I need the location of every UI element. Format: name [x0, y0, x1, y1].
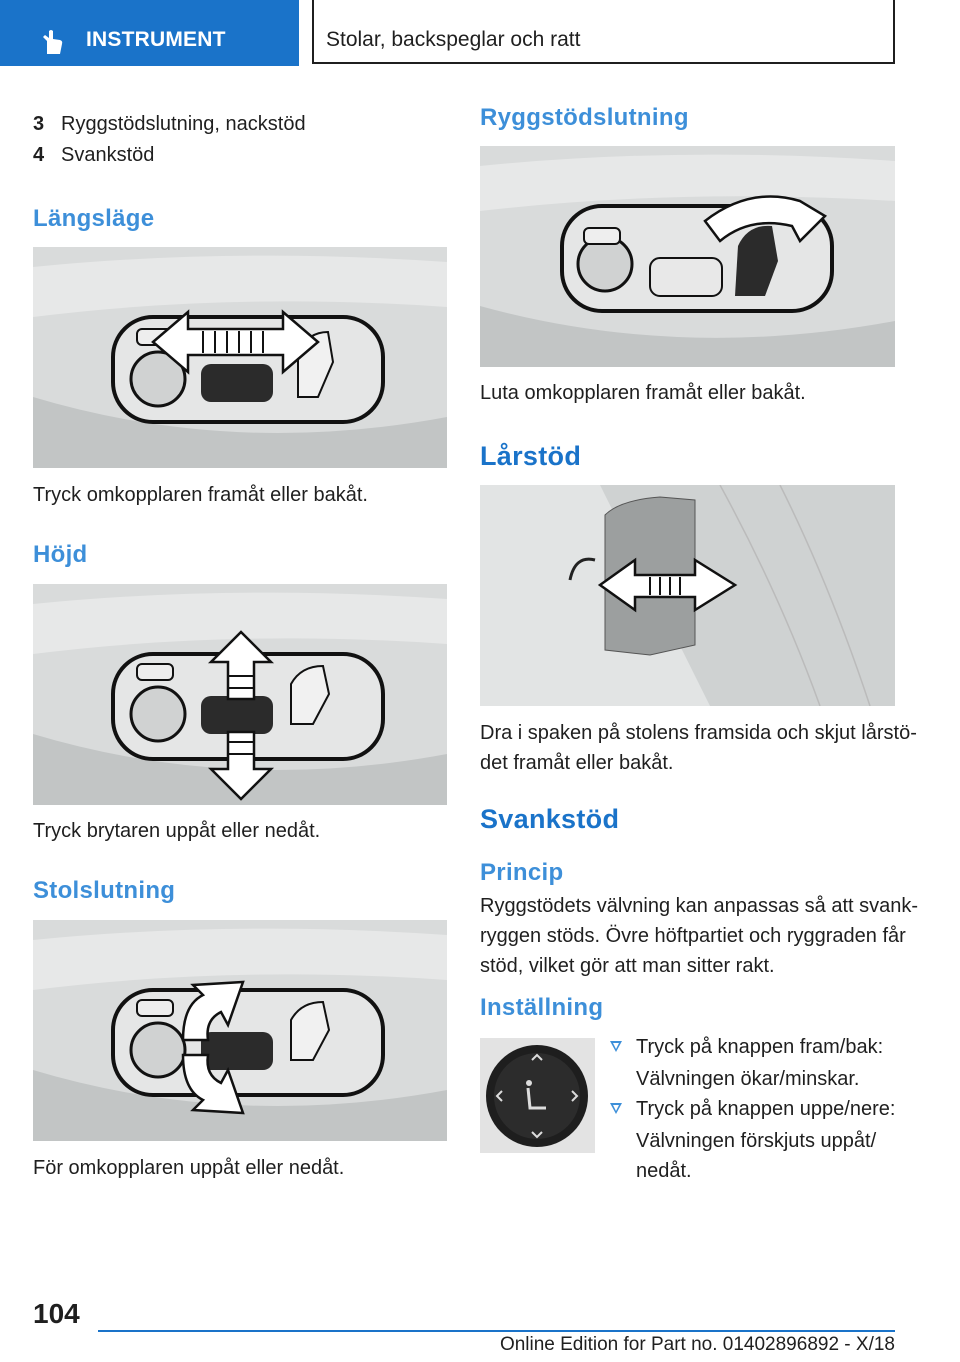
- list-item-text: Ryggstödslutning, nackstöd: [61, 113, 306, 135]
- backrest-tilt-image: [480, 146, 895, 367]
- chapter-tab-label: INSTRUMENT: [86, 28, 226, 51]
- caption-hojd: Tryck brytaren uppåt eller nedåt.: [33, 820, 321, 842]
- footer-edition: Online Edition for Part no. 01402896892 …: [499, 1334, 895, 1355]
- list-item: 3 Ryggstödslutning, nackstöd: [33, 113, 306, 136]
- bullet-text: Tryck på knappen fram/bak:: [636, 1036, 884, 1058]
- lumbar-control-knob-image: [480, 1038, 595, 1153]
- section-heading-larstod: Lårstöd: [480, 441, 582, 471]
- bullet-subtext-line2: nedåt.: [636, 1160, 692, 1182]
- caption-stolslutning: För omkopplaren uppåt eller nedåt.: [33, 1157, 345, 1179]
- principle-line-2: ryggen stöds. Övre höftpartiet och ryggr…: [480, 925, 906, 947]
- bullet-item: Tryck på knappen fram/bak: Välvningen ök…: [610, 1032, 900, 1094]
- thigh-support-image: [480, 485, 895, 706]
- section-heading-langslage: Längsläge: [33, 205, 155, 232]
- subheading-installning: Inställning: [480, 994, 604, 1021]
- seat-switch-height-image: [33, 584, 447, 805]
- caption-larstod-line1: Dra i spaken på stolens framsida och skj…: [480, 722, 917, 744]
- bullet-triangle-icon: [610, 1041, 622, 1052]
- caption-langslage: Tryck omkopplaren framåt eller bakåt.: [33, 484, 368, 506]
- principle-line-3: stöd, vilket gör att man sitter rakt.: [480, 955, 775, 977]
- section-heading-hojd: Höjd: [33, 541, 88, 568]
- list-item: 4 Svankstöd: [33, 144, 154, 167]
- chapter-tab: INSTRUMENT: [0, 0, 299, 66]
- chapter-title: Stolar, backspeglar och ratt: [326, 28, 581, 51]
- page-number: 104: [33, 1298, 80, 1329]
- principle-line-1: Ryggstödets välvning kan anpassas så att…: [480, 895, 919, 917]
- chapter-title-box: Stolar, backspeglar och ratt: [312, 0, 895, 64]
- hand-pointer-icon: [43, 30, 63, 54]
- footer-divider: [98, 1330, 895, 1332]
- bullet-item: Tryck på knappen uppe/nere: Välvningen f…: [610, 1094, 900, 1186]
- list-item-number: 4: [33, 144, 45, 166]
- list-item-text: Svankstöd: [61, 144, 155, 166]
- subheading-princip: Princip: [480, 859, 564, 886]
- caption-larstod-line2: det framåt eller bakåt.: [480, 752, 674, 774]
- seat-switch-tilt-image: [33, 920, 447, 1141]
- bullet-subtext: Välvningen ökar/minskar.: [636, 1068, 860, 1090]
- caption-larstod: Dra i spaken på stolens framsida och skj…: [480, 718, 917, 778]
- list-item-number: 3: [33, 113, 45, 135]
- caption-ryggstodslutning: Luta omkopplaren framåt eller bakåt.: [480, 382, 806, 404]
- bullet-text: Tryck på knappen uppe/nere:: [636, 1098, 896, 1120]
- section-heading-stolslutning: Stolslutning: [33, 877, 176, 904]
- principle-text: Ryggstödets välvning kan anpassas så att…: [480, 891, 918, 981]
- section-heading-ryggstodslutning: Ryggstödslutning: [480, 104, 689, 131]
- bullet-triangle-icon: [610, 1103, 622, 1114]
- section-heading-svankstod: Svankstöd: [480, 804, 620, 834]
- seat-switch-fore-aft-image: [33, 247, 447, 468]
- bullet-subtext-line1: Välvningen förskjuts uppåt/: [636, 1130, 877, 1152]
